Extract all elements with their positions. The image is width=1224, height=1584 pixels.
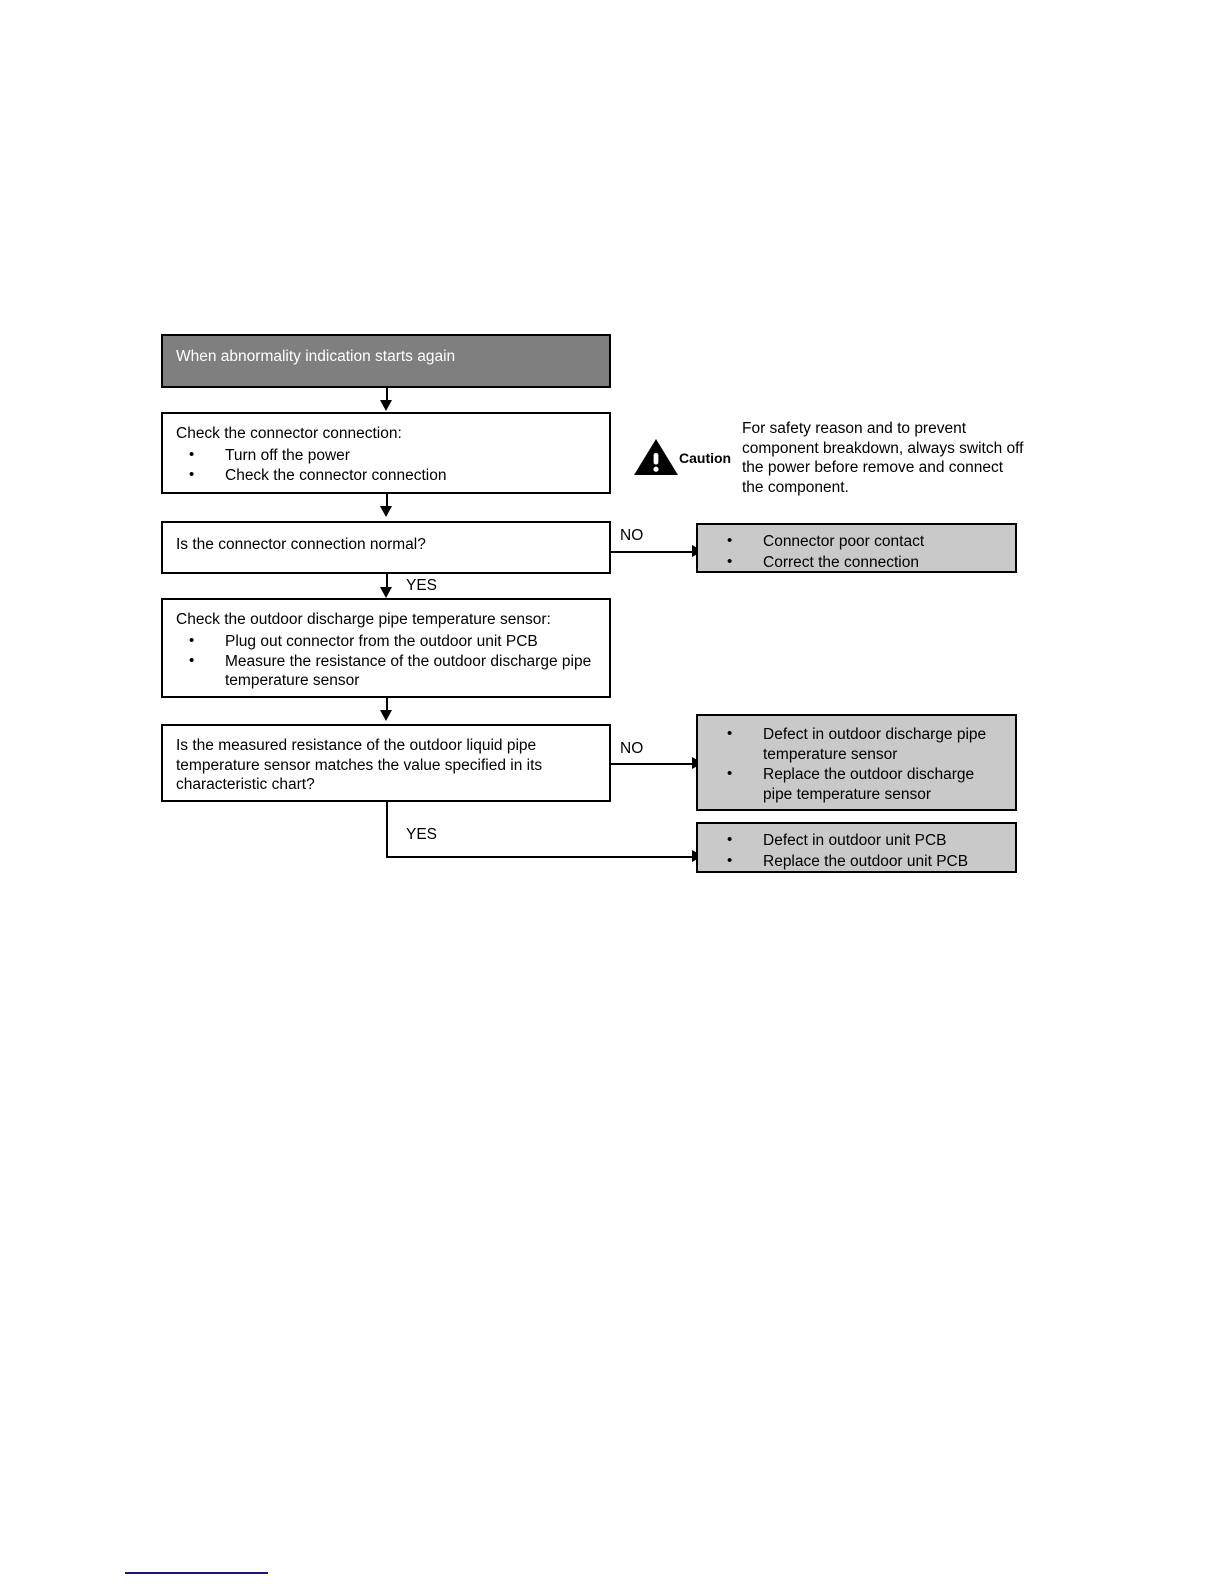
connector-step2-to-decision2 (386, 698, 388, 712)
list-item: Plug out connector from the outdoor unit… (176, 631, 597, 652)
list-item: Replace the outdoor discharge pipe tempe… (711, 764, 991, 804)
arrow-header-to-step1 (380, 400, 392, 411)
list-item: Measure the resistance of the outdoor di… (176, 651, 597, 691)
edge-label-yes-2: YES (406, 826, 438, 843)
step-check-sensor-lead: Check the outdoor discharge pipe tempera… (176, 611, 551, 628)
caution-label: Caution (679, 450, 732, 466)
connector-decision2-yes-horizontal (386, 856, 694, 858)
flow-header-label: When abnormality indication starts again (176, 348, 456, 365)
step-check-sensor-list: Plug out connector from the outdoor unit… (176, 631, 597, 691)
result-connector-poor-inner: Connector poor contact Correct the conne… (698, 525, 1015, 581)
step-check-connector-lead: Check the connector connection: (176, 425, 402, 442)
caution-text: For safety reason and to prevent compone… (742, 420, 1024, 496)
list-item: Check the connector connection (176, 465, 597, 486)
edge-label-no-2: NO (620, 740, 644, 757)
result-connector-poor-box: Connector poor contact Correct the conne… (696, 523, 1017, 573)
list-item: Replace the outdoor unit PCB (711, 851, 1003, 872)
list-item: Connector poor contact (711, 531, 1003, 552)
edge-label-no-1: NO (620, 527, 644, 544)
result-connector-poor-list: Connector poor contact Correct the conne… (711, 531, 1003, 573)
arrow-step2-to-decision2 (380, 710, 392, 721)
arrow-decision1-yes (380, 587, 392, 598)
step-check-connector-box: Check the connector connection: Turn off… (161, 412, 611, 494)
step-check-sensor-inner: Check the outdoor discharge pipe tempera… (163, 600, 609, 699)
connector-decision2-yes-vertical (386, 802, 388, 858)
edge-label-yes-1: YES (406, 577, 438, 594)
connector-decision1-yes (386, 574, 388, 590)
footer-divider (125, 1572, 268, 1574)
connector-decision1-to-result1 (611, 551, 694, 553)
decision-connector-normal-box: Is the connector connection normal? (161, 521, 611, 574)
step-check-connector-list: Turn off the power Check the connector c… (176, 445, 597, 486)
result-sensor-defect-list: Defect in outdoor discharge pipe tempera… (711, 724, 991, 804)
flow-header-box: When abnormality indication starts again (161, 334, 611, 388)
list-item: Turn off the power (176, 445, 597, 466)
warning-triangle-icon (633, 437, 679, 477)
connector-step1-to-decision1 (386, 494, 388, 508)
result-pcb-defect-box: Defect in outdoor unit PCB Replace the o… (696, 822, 1017, 873)
decision-resistance-inner: Is the measured resistance of the outdoo… (163, 726, 609, 805)
step-check-connector-inner: Check the connector connection: Turn off… (163, 414, 609, 494)
list-item: Defect in outdoor discharge pipe tempera… (711, 724, 991, 764)
result-pcb-defect-list: Defect in outdoor unit PCB Replace the o… (711, 830, 1003, 872)
caution-block: Caution (633, 437, 745, 479)
decision-connector-normal-inner: Is the connector connection normal? (163, 523, 609, 565)
decision-resistance-box: Is the measured resistance of the outdoo… (161, 724, 611, 802)
step-check-sensor-box: Check the outdoor discharge pipe tempera… (161, 598, 611, 698)
result-sensor-defect-inner: Defect in outdoor discharge pipe tempera… (698, 716, 1015, 813)
result-sensor-defect-box: Defect in outdoor discharge pipe tempera… (696, 714, 1017, 811)
list-item: Defect in outdoor unit PCB (711, 830, 1003, 851)
flow-header-inner: When abnormality indication starts again (163, 336, 609, 377)
list-item: Correct the connection (711, 552, 1003, 573)
arrow-step1-to-decision1 (380, 506, 392, 517)
result-pcb-defect-inner: Defect in outdoor unit PCB Replace the o… (698, 824, 1015, 880)
connector-header-to-step1 (386, 388, 388, 402)
connector-decision2-to-result2 (611, 763, 694, 765)
decision-resistance-question: Is the measured resistance of the outdoo… (176, 737, 547, 793)
decision-connector-normal-question: Is the connector connection normal? (176, 536, 426, 553)
